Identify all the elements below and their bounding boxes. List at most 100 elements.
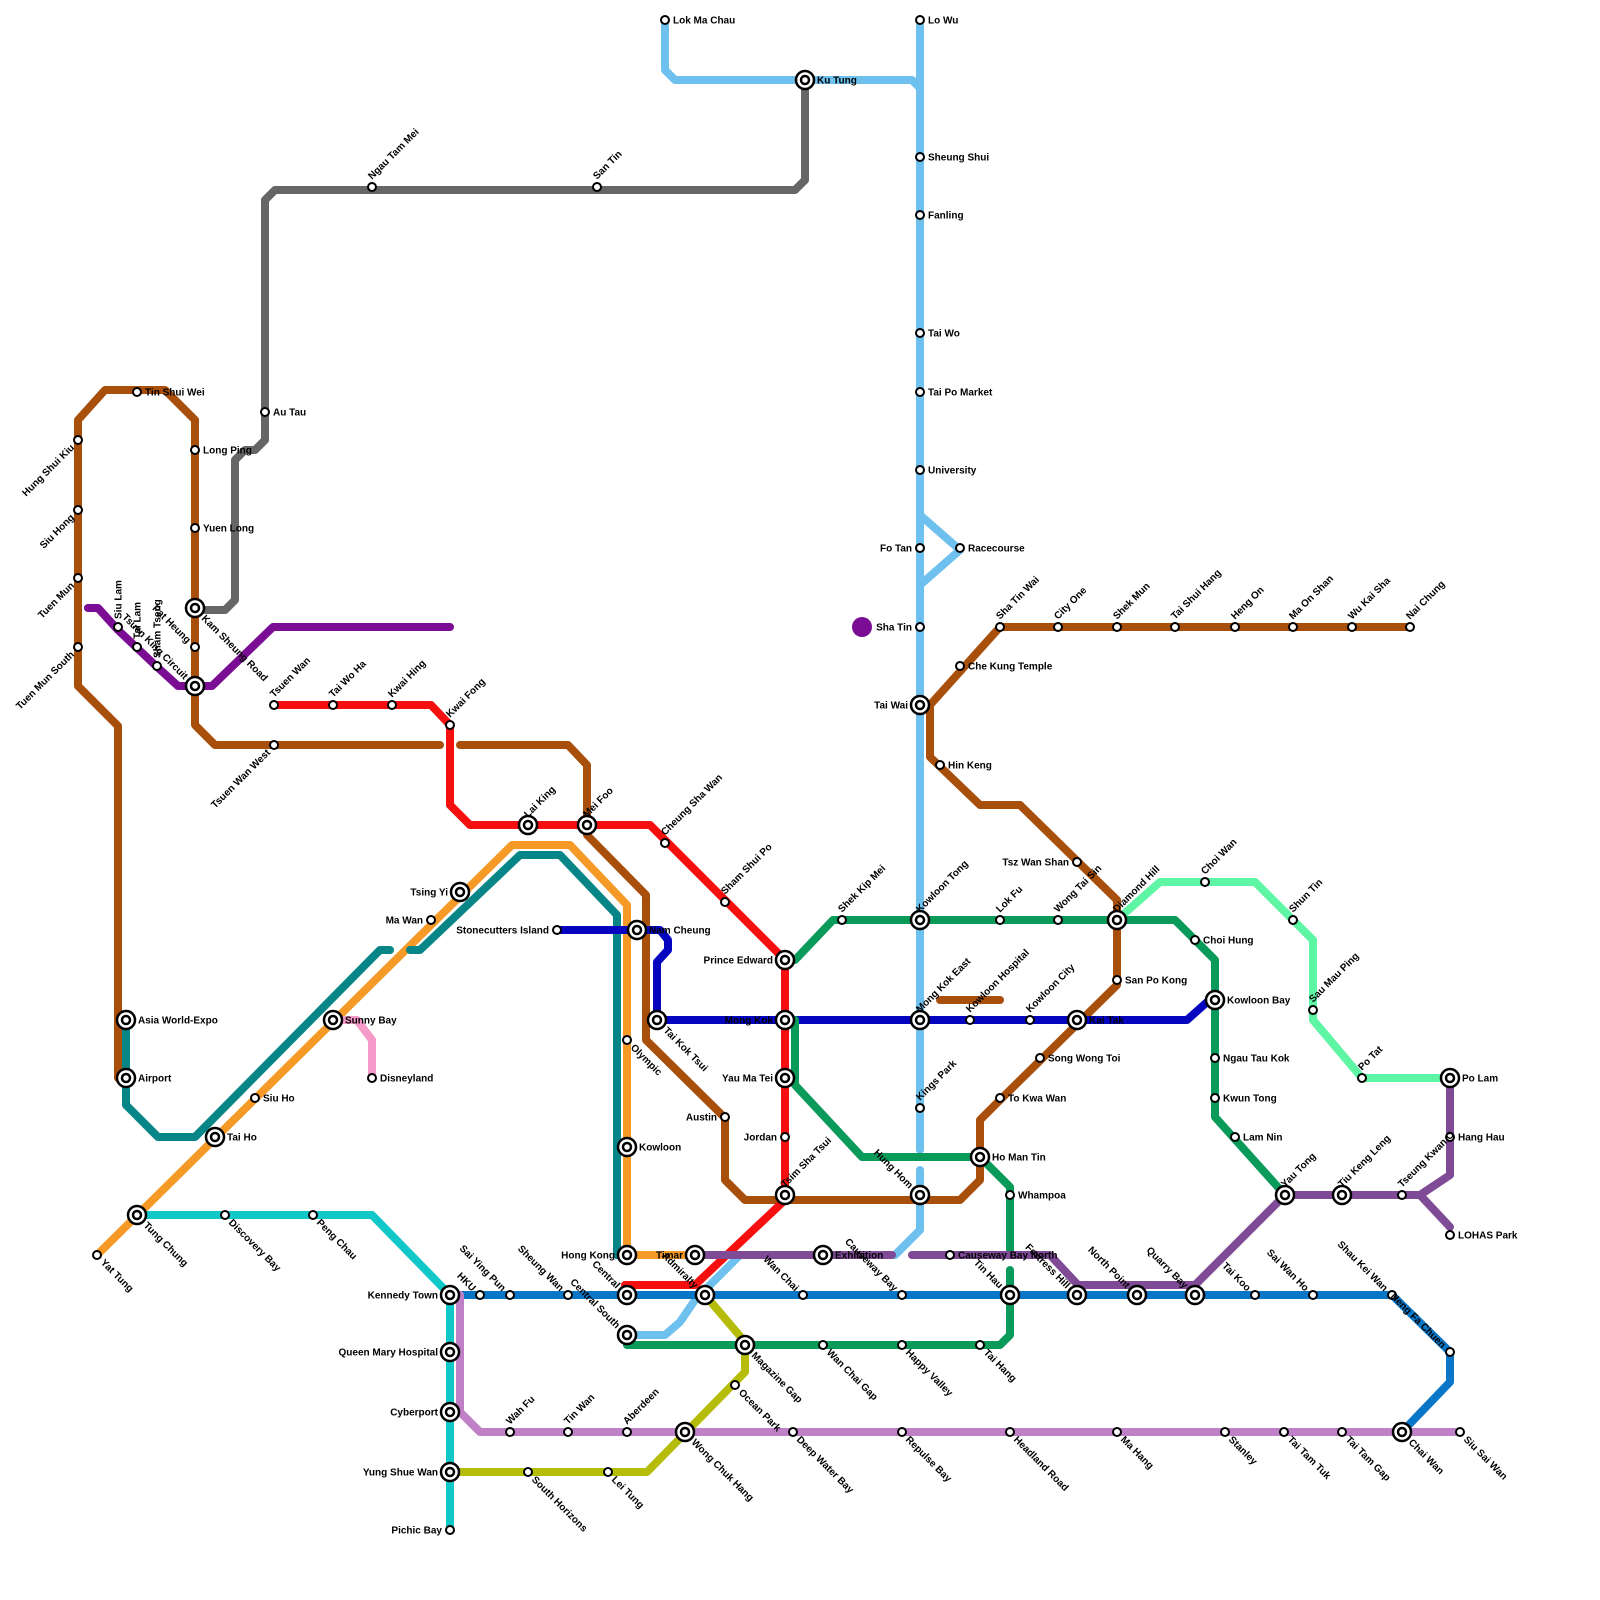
station-sheung-wan[interactable] [564,1291,572,1299]
station-fanling[interactable] [916,211,924,219]
station-lok-fu[interactable] [996,916,1004,924]
station-austin[interactable] [721,1113,729,1121]
station-kwai-fong[interactable] [446,721,454,729]
station-tai-tam-tuk[interactable] [1280,1428,1288,1436]
station-asia-world-expo[interactable] [117,1011,135,1029]
station-stonecutters-island[interactable] [553,926,561,934]
station-airport[interactable] [117,1069,135,1087]
station-choi-hung[interactable] [1191,936,1199,944]
station-siu-sai-wan[interactable] [1456,1428,1464,1436]
station-tsing-yi[interactable] [451,883,469,901]
station-po-lam[interactable] [1441,1069,1459,1087]
station-prince-edward[interactable] [776,951,794,969]
station-sai-wan-ho[interactable] [1309,1291,1317,1299]
station-quarry-bay[interactable] [1186,1286,1204,1304]
station-university[interactable] [916,466,924,474]
station-tsuen-king-circuit[interactable] [186,677,204,695]
station-pat-heung[interactable] [191,643,199,651]
station-tin-shui-wei[interactable] [133,388,141,396]
station-happy-valley[interactable] [898,1341,906,1349]
station-sha-tin-wai[interactable] [996,623,1004,631]
station-lok-ma-chau[interactable] [661,16,669,24]
station-yuen-long[interactable] [191,524,199,532]
station-whampoa[interactable] [1006,1191,1014,1199]
station-heng-on[interactable] [1231,623,1239,631]
station-pichic-bay[interactable] [446,1526,454,1534]
station-lohas-park[interactable] [1446,1231,1454,1239]
station-lo-wu[interactable] [916,16,924,24]
station-tung-chung[interactable] [128,1206,146,1224]
station-exhibition[interactable] [814,1246,832,1264]
station-ku-tung[interactable] [796,71,814,89]
station-cheung-sha-wan[interactable] [661,839,669,847]
station-long-ping[interactable] [191,446,199,454]
station-kwun-tong[interactable] [1211,1094,1219,1102]
station-tsuen-wan[interactable] [270,701,278,709]
station-tai-kok-tsui[interactable] [648,1011,666,1029]
station-tai-po-market[interactable] [916,388,924,396]
station-kam-sheung-road[interactable] [186,599,204,617]
station-tai-tam-gap[interactable] [1338,1428,1346,1436]
station-siu-hong[interactable] [74,506,82,514]
station-choi-wan[interactable] [1201,878,1209,886]
station-wan-chai-gap[interactable] [819,1341,827,1349]
station-san-tin[interactable] [593,183,601,191]
station-tai-lam[interactable] [133,643,141,651]
station-hung-hom[interactable] [911,1186,929,1204]
station-sau-mau-ping[interactable] [1309,1006,1317,1014]
station-racecourse[interactable] [956,544,964,552]
station-kowloon[interactable] [618,1138,636,1156]
station-causeway-bay[interactable] [898,1291,906,1299]
station-fo-tan[interactable] [916,544,924,552]
station-wan-chai[interactable] [799,1291,807,1299]
station-to-kwa-wan[interactable] [996,1094,1004,1102]
station-ma-wan[interactable] [427,916,435,924]
station-tai-wai[interactable] [911,696,929,714]
station-kai-tak[interactable] [1068,1011,1086,1029]
station-che-kung-temple[interactable] [956,662,964,670]
station-north-point[interactable] [1128,1286,1146,1304]
station-discovery-bay[interactable] [221,1211,229,1219]
station-hong-kong[interactable] [618,1246,636,1264]
station-tseung-kwan-o[interactable] [1398,1191,1406,1199]
station-sham-tseng[interactable] [153,662,161,670]
station-disneyland[interactable] [368,1074,376,1082]
station-kowloon-bay[interactable] [1206,991,1224,1009]
station-kings-park[interactable] [916,1104,924,1112]
station-south-horizons[interactable] [524,1468,532,1476]
station-lei-tung[interactable] [604,1468,612,1476]
station-aberdeen[interactable] [623,1428,631,1436]
station-peng-chau[interactable] [309,1211,317,1219]
station-tin-hau[interactable] [1001,1286,1019,1304]
station-kowloon-city[interactable] [1026,1016,1034,1024]
station-cyberport[interactable] [441,1403,459,1421]
station-shun-tin[interactable] [1289,916,1297,924]
station-kowloon-hospital[interactable] [966,1016,974,1024]
station-hku[interactable] [476,1291,484,1299]
station-repulse-bay[interactable] [898,1428,906,1436]
station-sha-tin[interactable] [916,623,924,631]
station-yung-shue-wan[interactable] [441,1463,459,1481]
station-ocean-park[interactable] [731,1381,739,1389]
station-ho-man-tin[interactable] [971,1148,989,1166]
station-tai-wo[interactable] [916,329,924,337]
station-yat-tung[interactable] [93,1251,101,1259]
station-central-south[interactable] [618,1326,636,1344]
station-kennedy-town[interactable] [441,1286,459,1304]
station-queen-mary-hospital[interactable] [441,1343,459,1361]
station-wong-tai-sin[interactable] [1054,916,1062,924]
station-chai-wan[interactable] [1393,1423,1411,1441]
station-tai-koo[interactable] [1251,1291,1259,1299]
station-tuen-mun[interactable] [74,574,82,582]
station-hin-keng[interactable] [936,761,944,769]
station-sheung-shui[interactable] [916,153,924,161]
station-tai-ho[interactable] [206,1128,224,1146]
station-ngau-tam-mei[interactable] [368,183,376,191]
station-au-tau[interactable] [261,408,269,416]
station-tsz-wan-shan[interactable] [1073,858,1081,866]
station-siu-ho[interactable] [251,1094,259,1102]
station-headland-road[interactable] [1006,1428,1014,1436]
station-tai-wo-ha[interactable] [329,701,337,709]
station-hung-shui-kiu[interactable] [74,436,82,444]
station-tin-wan[interactable] [564,1428,572,1436]
